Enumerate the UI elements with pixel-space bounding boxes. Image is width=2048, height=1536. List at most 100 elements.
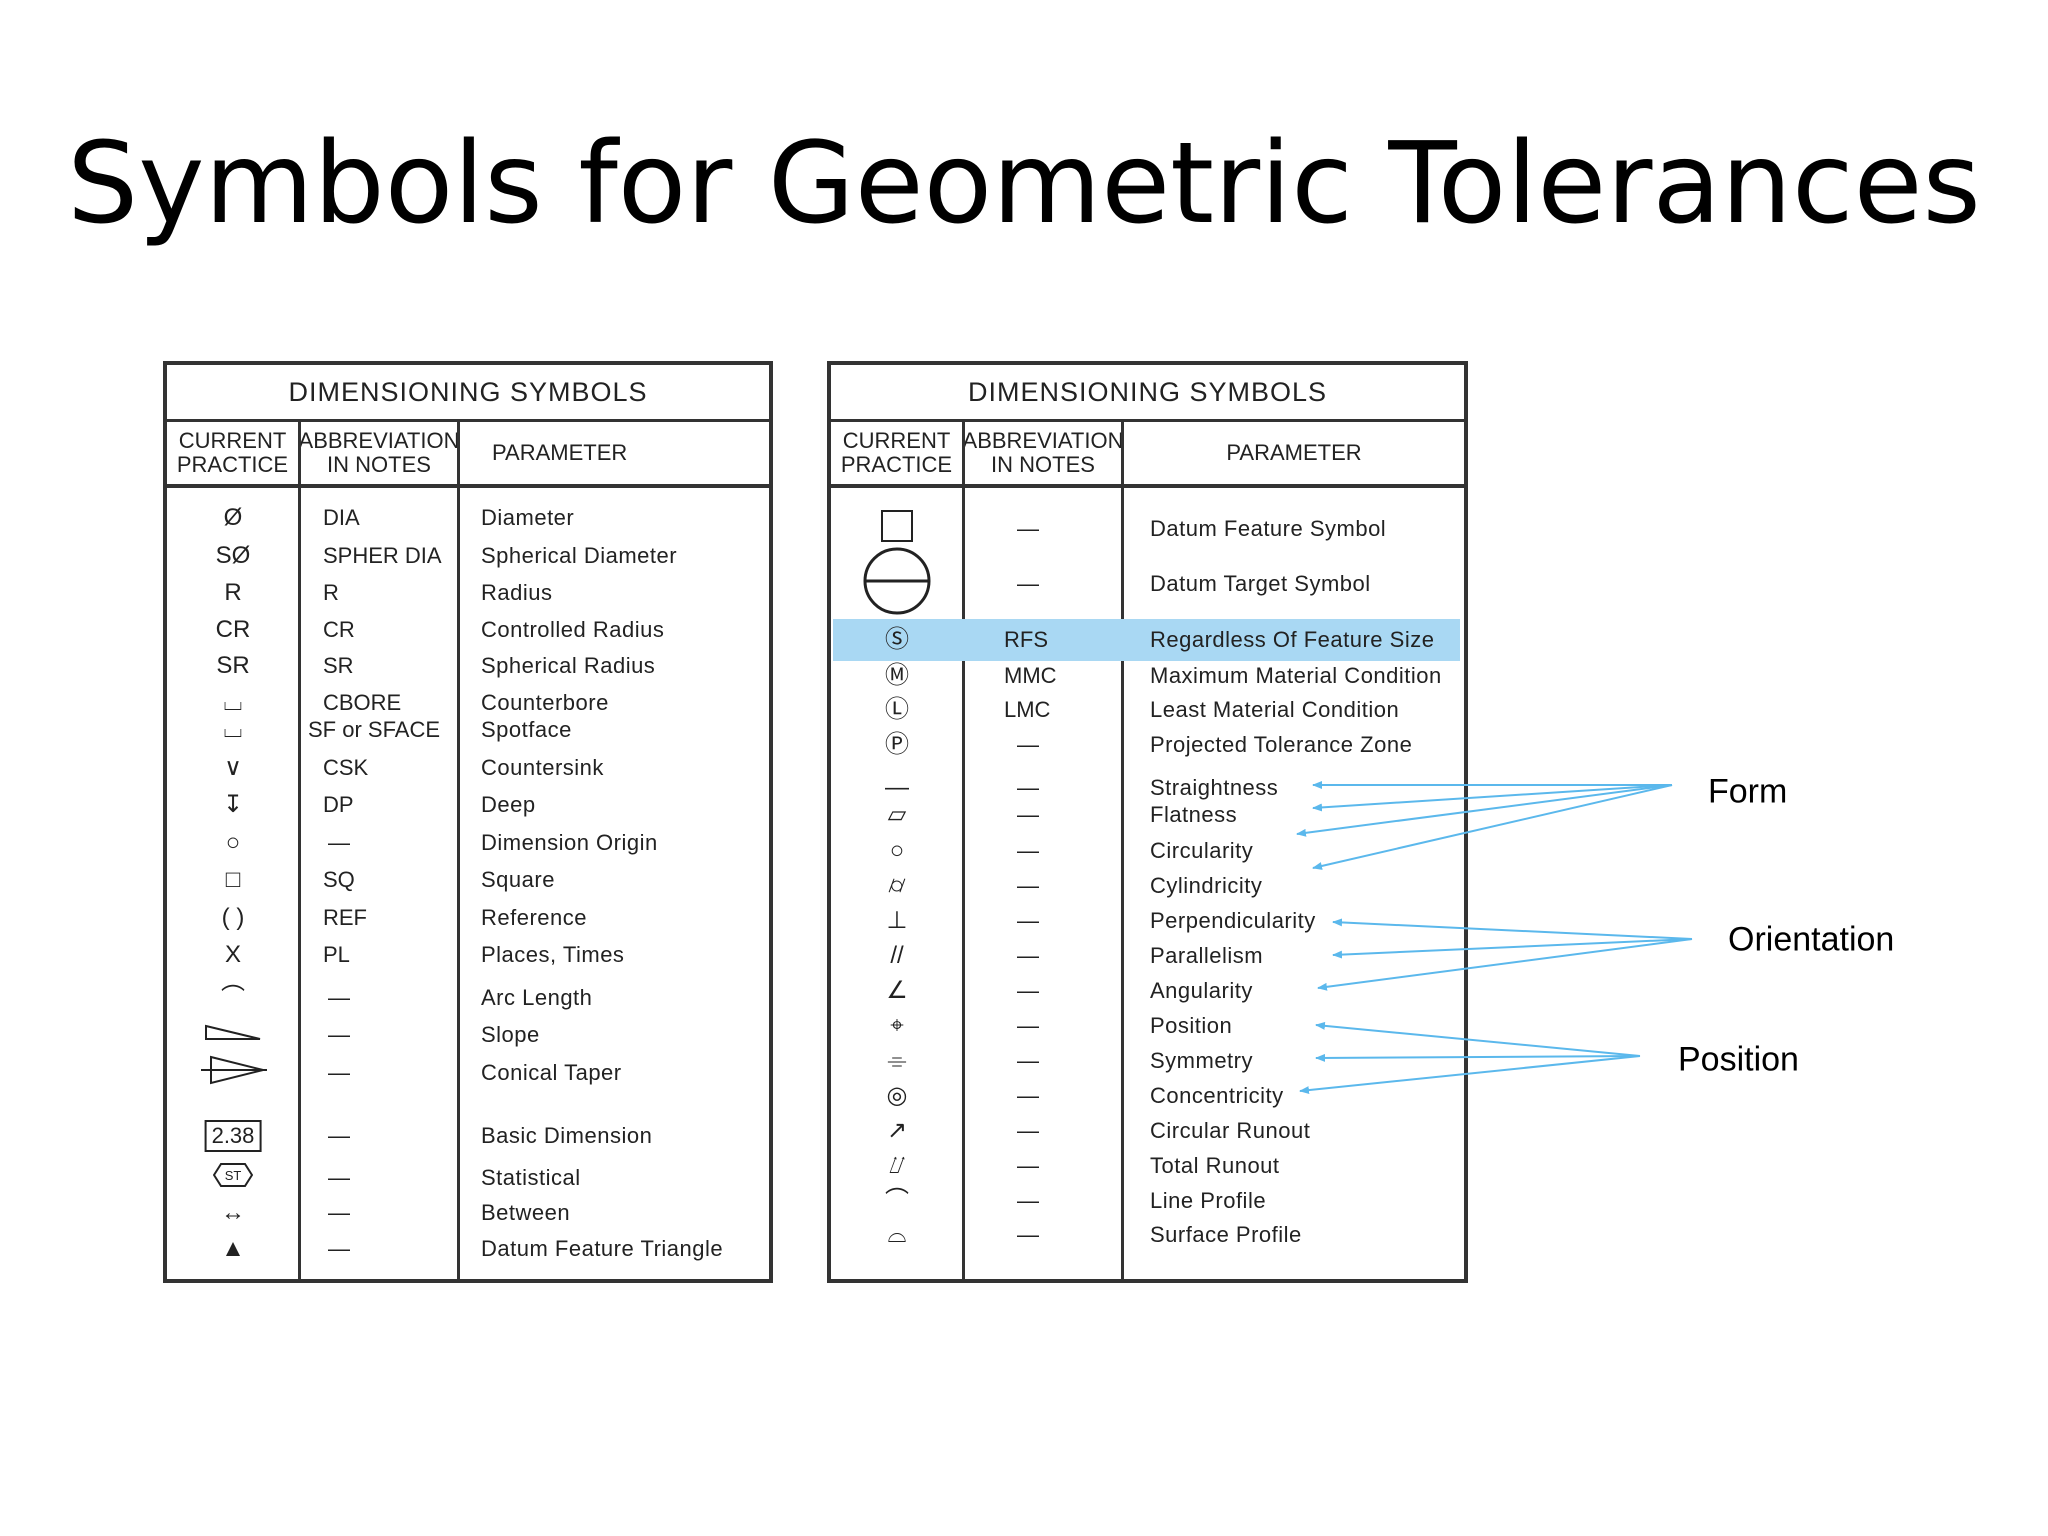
highlight-row: [833, 619, 1460, 661]
parameter-cell: Statistical: [481, 1165, 581, 1190]
parameter-cell: Dimension Origin: [481, 830, 658, 855]
flatness-icon: ▱: [887, 801, 907, 828]
column-header-current-practice: CURRENT PRACTICE: [831, 422, 962, 488]
slope-icon: [204, 1022, 262, 1048]
abbreviation-cell: —: [1017, 1013, 1039, 1038]
arc-icon: ⌒: [221, 984, 245, 1011]
parameter-cell: Datum Target Symbol: [1150, 571, 1371, 596]
abbreviation-cell: —: [1017, 1153, 1039, 1178]
abbreviation-cell: LMC: [1004, 697, 1051, 722]
abbreviation-cell: SPHER DIA: [323, 543, 442, 568]
parameter-cell: Spherical Radius: [481, 653, 656, 678]
column-header-abbreviation: ABBREVIATION IN NOTES: [963, 422, 1123, 488]
abbreviation-cell: —: [1017, 873, 1039, 898]
abbreviation-cell: —: [1017, 908, 1039, 933]
angularity-icon: ∠: [886, 977, 908, 1004]
abbreviation-cell: —: [1017, 571, 1039, 596]
column-header-parameter: PARAMETER: [1124, 422, 1464, 488]
column-header-parameter: PARAMETER: [460, 422, 769, 488]
parameter-cell: Concentricity: [1150, 1083, 1284, 1108]
radius-symbol: R: [224, 579, 242, 606]
abbreviation-cell: —: [1017, 1222, 1039, 1247]
callout-arrow: [1315, 1021, 1641, 1057]
parameter-cell: Angularity: [1150, 978, 1253, 1003]
callout-arrow: [1312, 784, 1673, 870]
abbreviation-cell: DP: [323, 792, 354, 817]
abbreviation-cell: REF: [323, 905, 367, 930]
abbreviation-cell: SQ: [323, 867, 355, 892]
projected-zone-icon: Ⓟ: [885, 731, 909, 758]
parameter-cell: Reference: [481, 905, 588, 930]
callout-label-orientation: Orientation: [1728, 920, 1895, 959]
reference-symbol: ( ): [221, 904, 245, 931]
statistical-icon: ST: [212, 1162, 254, 1194]
abbreviation-cell: —: [1017, 1083, 1039, 1108]
abbreviation-cell: —: [1017, 1188, 1039, 1213]
parameter-cell: Surface Profile: [1150, 1222, 1302, 1247]
callout-arrow: [1296, 784, 1673, 837]
abbreviation-cell: —: [328, 985, 350, 1010]
callout-arrow: [1315, 1053, 1641, 1062]
parameter-cell: Counterbore: [481, 690, 609, 715]
parameter-cell: Square: [481, 867, 555, 892]
abbreviation-cell: —: [1017, 1048, 1039, 1073]
column-header-current-practice: CURRENT PRACTICE: [167, 422, 298, 488]
abbreviation-cell: R: [323, 580, 339, 605]
circularity-icon: ○: [889, 837, 905, 864]
parameter-cell: Total Runout: [1150, 1153, 1280, 1178]
parameter-cell: Circularity: [1150, 838, 1254, 863]
parameter-cell: Countersink: [481, 755, 604, 780]
parameter-cell: Maximum Material Condition: [1150, 663, 1442, 688]
parameter-cell: Cylindricity: [1150, 873, 1263, 898]
abbreviation-cell: DIA: [323, 505, 360, 530]
parameter-cell: Controlled Radius: [481, 617, 665, 642]
perpendicularity-icon: ⊥: [886, 907, 908, 934]
spherical-radius-symbol: SR: [216, 652, 250, 679]
abbreviation-cell: CSK: [323, 755, 369, 780]
straightness-icon: —: [885, 774, 909, 801]
datum-feature-icon: [880, 509, 914, 549]
callout-arrow: [1299, 1055, 1641, 1095]
counterbore-icon: ⌴: [223, 716, 243, 743]
countersink-icon: ∨: [224, 754, 242, 781]
abbreviation-cell: MMC: [1004, 663, 1057, 688]
surface-profile-icon: ⌓: [887, 1221, 907, 1248]
depth-icon: ↧: [222, 791, 244, 818]
callout-arrow: [1317, 938, 1693, 991]
parameter-cell: Diameter: [481, 505, 575, 530]
abbreviation-cell: —: [328, 1236, 350, 1261]
parameter-cell: Conical Taper: [481, 1060, 622, 1085]
column-header-abbreviation: ABBREVIATION IN NOTES: [299, 422, 459, 488]
places-symbol: X: [224, 941, 242, 968]
circular-runout-icon: ↗: [886, 1117, 908, 1144]
conical-taper-icon: [197, 1054, 269, 1092]
abbreviation-cell: —: [328, 1200, 350, 1225]
abbreviation-cell: —: [1017, 775, 1039, 800]
column-divider: [457, 422, 460, 1279]
datum-triangle-icon: ▲: [221, 1235, 245, 1262]
diameter-symbol: Ø: [223, 504, 243, 531]
parameter-cell: Projected Tolerance Zone: [1150, 732, 1413, 757]
abbreviation-cell: SF or SFACE: [308, 717, 441, 742]
controlled-radius-symbol: CR: [215, 616, 251, 643]
abbreviation-cell: —: [1017, 838, 1039, 863]
between-icon: ↔: [221, 1199, 245, 1226]
svg-text:ST: ST: [225, 1168, 242, 1183]
abbreviation-cell: —: [1017, 1118, 1039, 1143]
abbreviation-cell: —: [328, 1123, 350, 1148]
parallelism-icon: //: [890, 942, 904, 969]
abbreviation-cell: —: [1017, 732, 1039, 757]
parameter-cell: Straightness: [1150, 775, 1279, 800]
circle-icon: ○: [225, 829, 241, 856]
parameter-cell: Deep: [481, 792, 536, 817]
callout-arrow: [1332, 938, 1693, 959]
callout-arrow: [1312, 784, 1673, 812]
abbreviation-cell: —: [1017, 516, 1039, 541]
cylindricity-icon: ⌭: [888, 872, 906, 899]
dimensioning-symbols-table-left: DIMENSIONING SYMBOLS CURRENT PRACTICE AB…: [163, 361, 773, 1283]
column-divider: [962, 422, 965, 1279]
parameter-cell: Parallelism: [1150, 943, 1264, 968]
parameter-cell: Symmetry: [1150, 1048, 1253, 1073]
parameter-cell: Between: [481, 1200, 571, 1225]
abbreviation-cell: CBORE: [323, 690, 402, 715]
